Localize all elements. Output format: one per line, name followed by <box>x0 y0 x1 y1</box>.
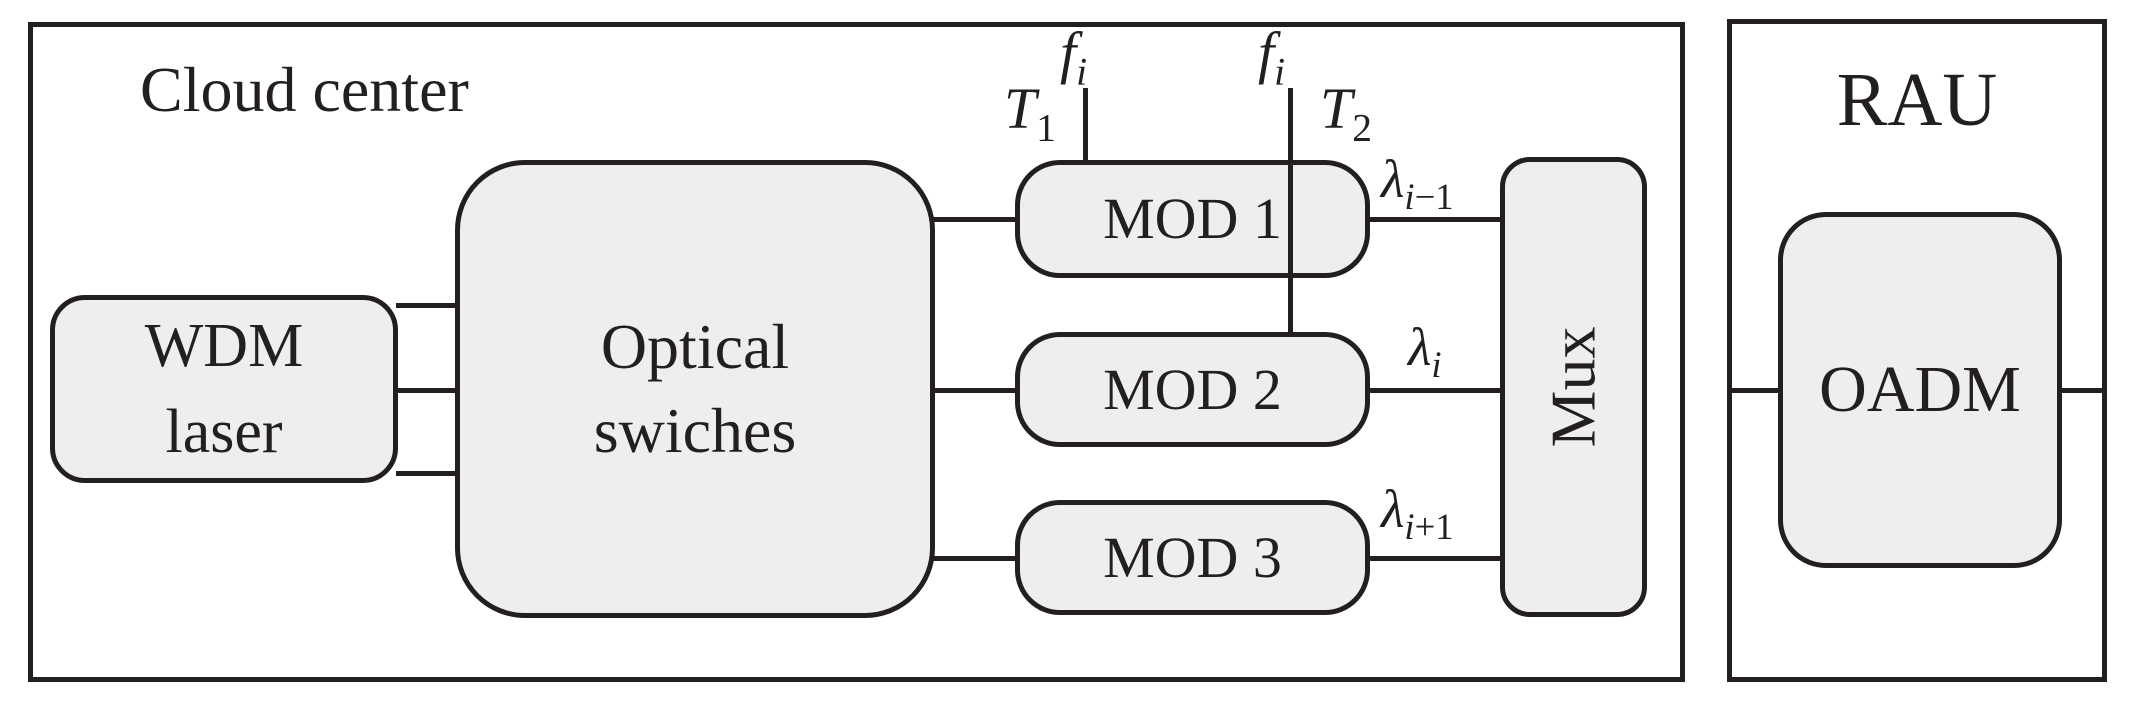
label-lambda-i-plus-1: λi+1 <box>1381 479 1454 547</box>
mux-label: Mux <box>1537 326 1609 448</box>
label-fi-left: fi <box>1060 20 1088 94</box>
label-fi-right: fi <box>1258 20 1286 94</box>
connector-os-mod3 <box>933 556 1017 561</box>
mod1-block: MOD 1 <box>1015 160 1370 278</box>
connector-mod3-mux <box>1368 556 1502 561</box>
oadm-label: OADM <box>1819 353 2021 426</box>
connector-os-mod2 <box>933 388 1017 393</box>
cloud-center-box <box>28 22 1685 682</box>
label-t2: T2 <box>1320 76 1372 150</box>
connector-rau-oadm-left <box>1729 388 1780 393</box>
optical-switches-block: Optical swiches <box>455 160 935 618</box>
connector-mod1-mux <box>1368 217 1502 222</box>
mod3-block: MOD 3 <box>1015 500 1370 615</box>
mod3-label: MOD 3 <box>1103 524 1282 590</box>
wdm-laser-label-line1: WDM <box>144 312 304 380</box>
mod2-block: MOD 2 <box>1015 332 1370 447</box>
optical-switches-label-line2: swiches <box>593 395 797 466</box>
mod1-label: MOD 1 <box>1103 186 1282 251</box>
connector-wdm-os-top <box>396 303 457 308</box>
rau-box <box>1727 19 2107 682</box>
connector-oadm-rau-right <box>2060 388 2106 393</box>
connector-os-mod1 <box>933 217 1017 222</box>
rau-title: RAU <box>1836 58 1998 142</box>
label-lambda-i: λi <box>1408 317 1442 385</box>
mux-block <box>1500 157 1647 617</box>
label-t1: T1 <box>1004 76 1056 150</box>
connector-wdm-os-bottom <box>396 471 457 476</box>
connector-mod2-mux <box>1368 388 1502 393</box>
optical-switches-label-line1: Optical <box>600 311 790 382</box>
oadm-block: OADM <box>1778 212 2062 568</box>
cloud-center-title: Cloud center <box>140 54 469 125</box>
feed-line-fi-mod2 <box>1288 88 1293 336</box>
wdm-laser-block: WDM laser <box>50 295 398 483</box>
wdm-laser-label-line2: laser <box>165 398 283 466</box>
connector-wdm-os-mid <box>396 388 457 393</box>
mod2-label: MOD 2 <box>1103 356 1282 422</box>
mux-label-wrap: Mux <box>1500 157 1647 617</box>
feed-line-fi-mod1 <box>1083 88 1088 164</box>
label-lambda-i-minus-1: λi−1 <box>1381 149 1454 217</box>
